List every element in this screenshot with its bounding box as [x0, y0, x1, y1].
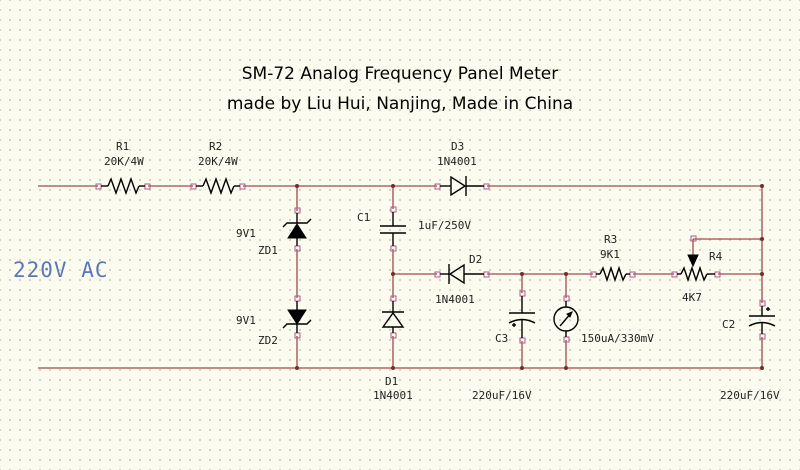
input-label: 220V AC [13, 258, 109, 282]
d1-ref: D1 [385, 375, 399, 388]
c2-value: 220uF/16V [720, 389, 780, 402]
c1-ref: C1 [357, 211, 371, 224]
r1-value: 20K/4W [104, 155, 144, 168]
d1-value: 1N4001 [373, 389, 413, 402]
resistor-r1 [95, 176, 151, 196]
capacitor-c1 [380, 206, 406, 252]
diode-d1 [381, 295, 405, 339]
diode-d3 [434, 175, 490, 197]
resistor-r3 [590, 265, 636, 283]
resistor-r2 [190, 176, 246, 196]
potentiometer-r4 [671, 235, 721, 283]
zd1-value: 9V1 [236, 227, 256, 240]
d2-value: 1N4001 [435, 293, 475, 306]
c3-ref: C3 [495, 332, 509, 345]
r3-value: 9K1 [600, 248, 620, 261]
title-line-1: SM-72 Analog Frequency Panel Meter [241, 64, 559, 84]
r2-ref: R2 [209, 140, 223, 153]
c1-value: 1uF/250V [418, 219, 471, 232]
c3-value: 220uF/16V [472, 389, 532, 402]
d2-ref: D2 [469, 253, 483, 266]
meter-gauge [553, 295, 579, 343]
zener-zd1 [282, 207, 312, 252]
r4-ref: R4 [709, 250, 723, 263]
title-line-2: made by Liu Hui, Nanjing, Made in China [226, 94, 574, 114]
d3-ref: D3 [451, 140, 465, 153]
zd2-ref: ZD2 [258, 334, 278, 347]
r3-ref: R3 [604, 233, 618, 246]
capacitor-c3 [508, 290, 536, 344]
d3-value: 1N4001 [437, 155, 477, 168]
diode-d2 [434, 263, 490, 285]
meter-value: 150uA/330mV [581, 332, 654, 345]
zener-zd2 [282, 295, 312, 339]
zd1-ref: ZD1 [258, 244, 278, 257]
capacitor-c2 [748, 300, 776, 340]
junctions [295, 184, 764, 370]
wires [38, 185, 763, 369]
r1-ref: R1 [116, 140, 130, 153]
r4-value: 4K7 [682, 291, 702, 304]
c2-ref: C2 [722, 318, 736, 331]
zd2-value: 9V1 [236, 314, 256, 327]
r2-value: 20K/4W [198, 155, 238, 168]
